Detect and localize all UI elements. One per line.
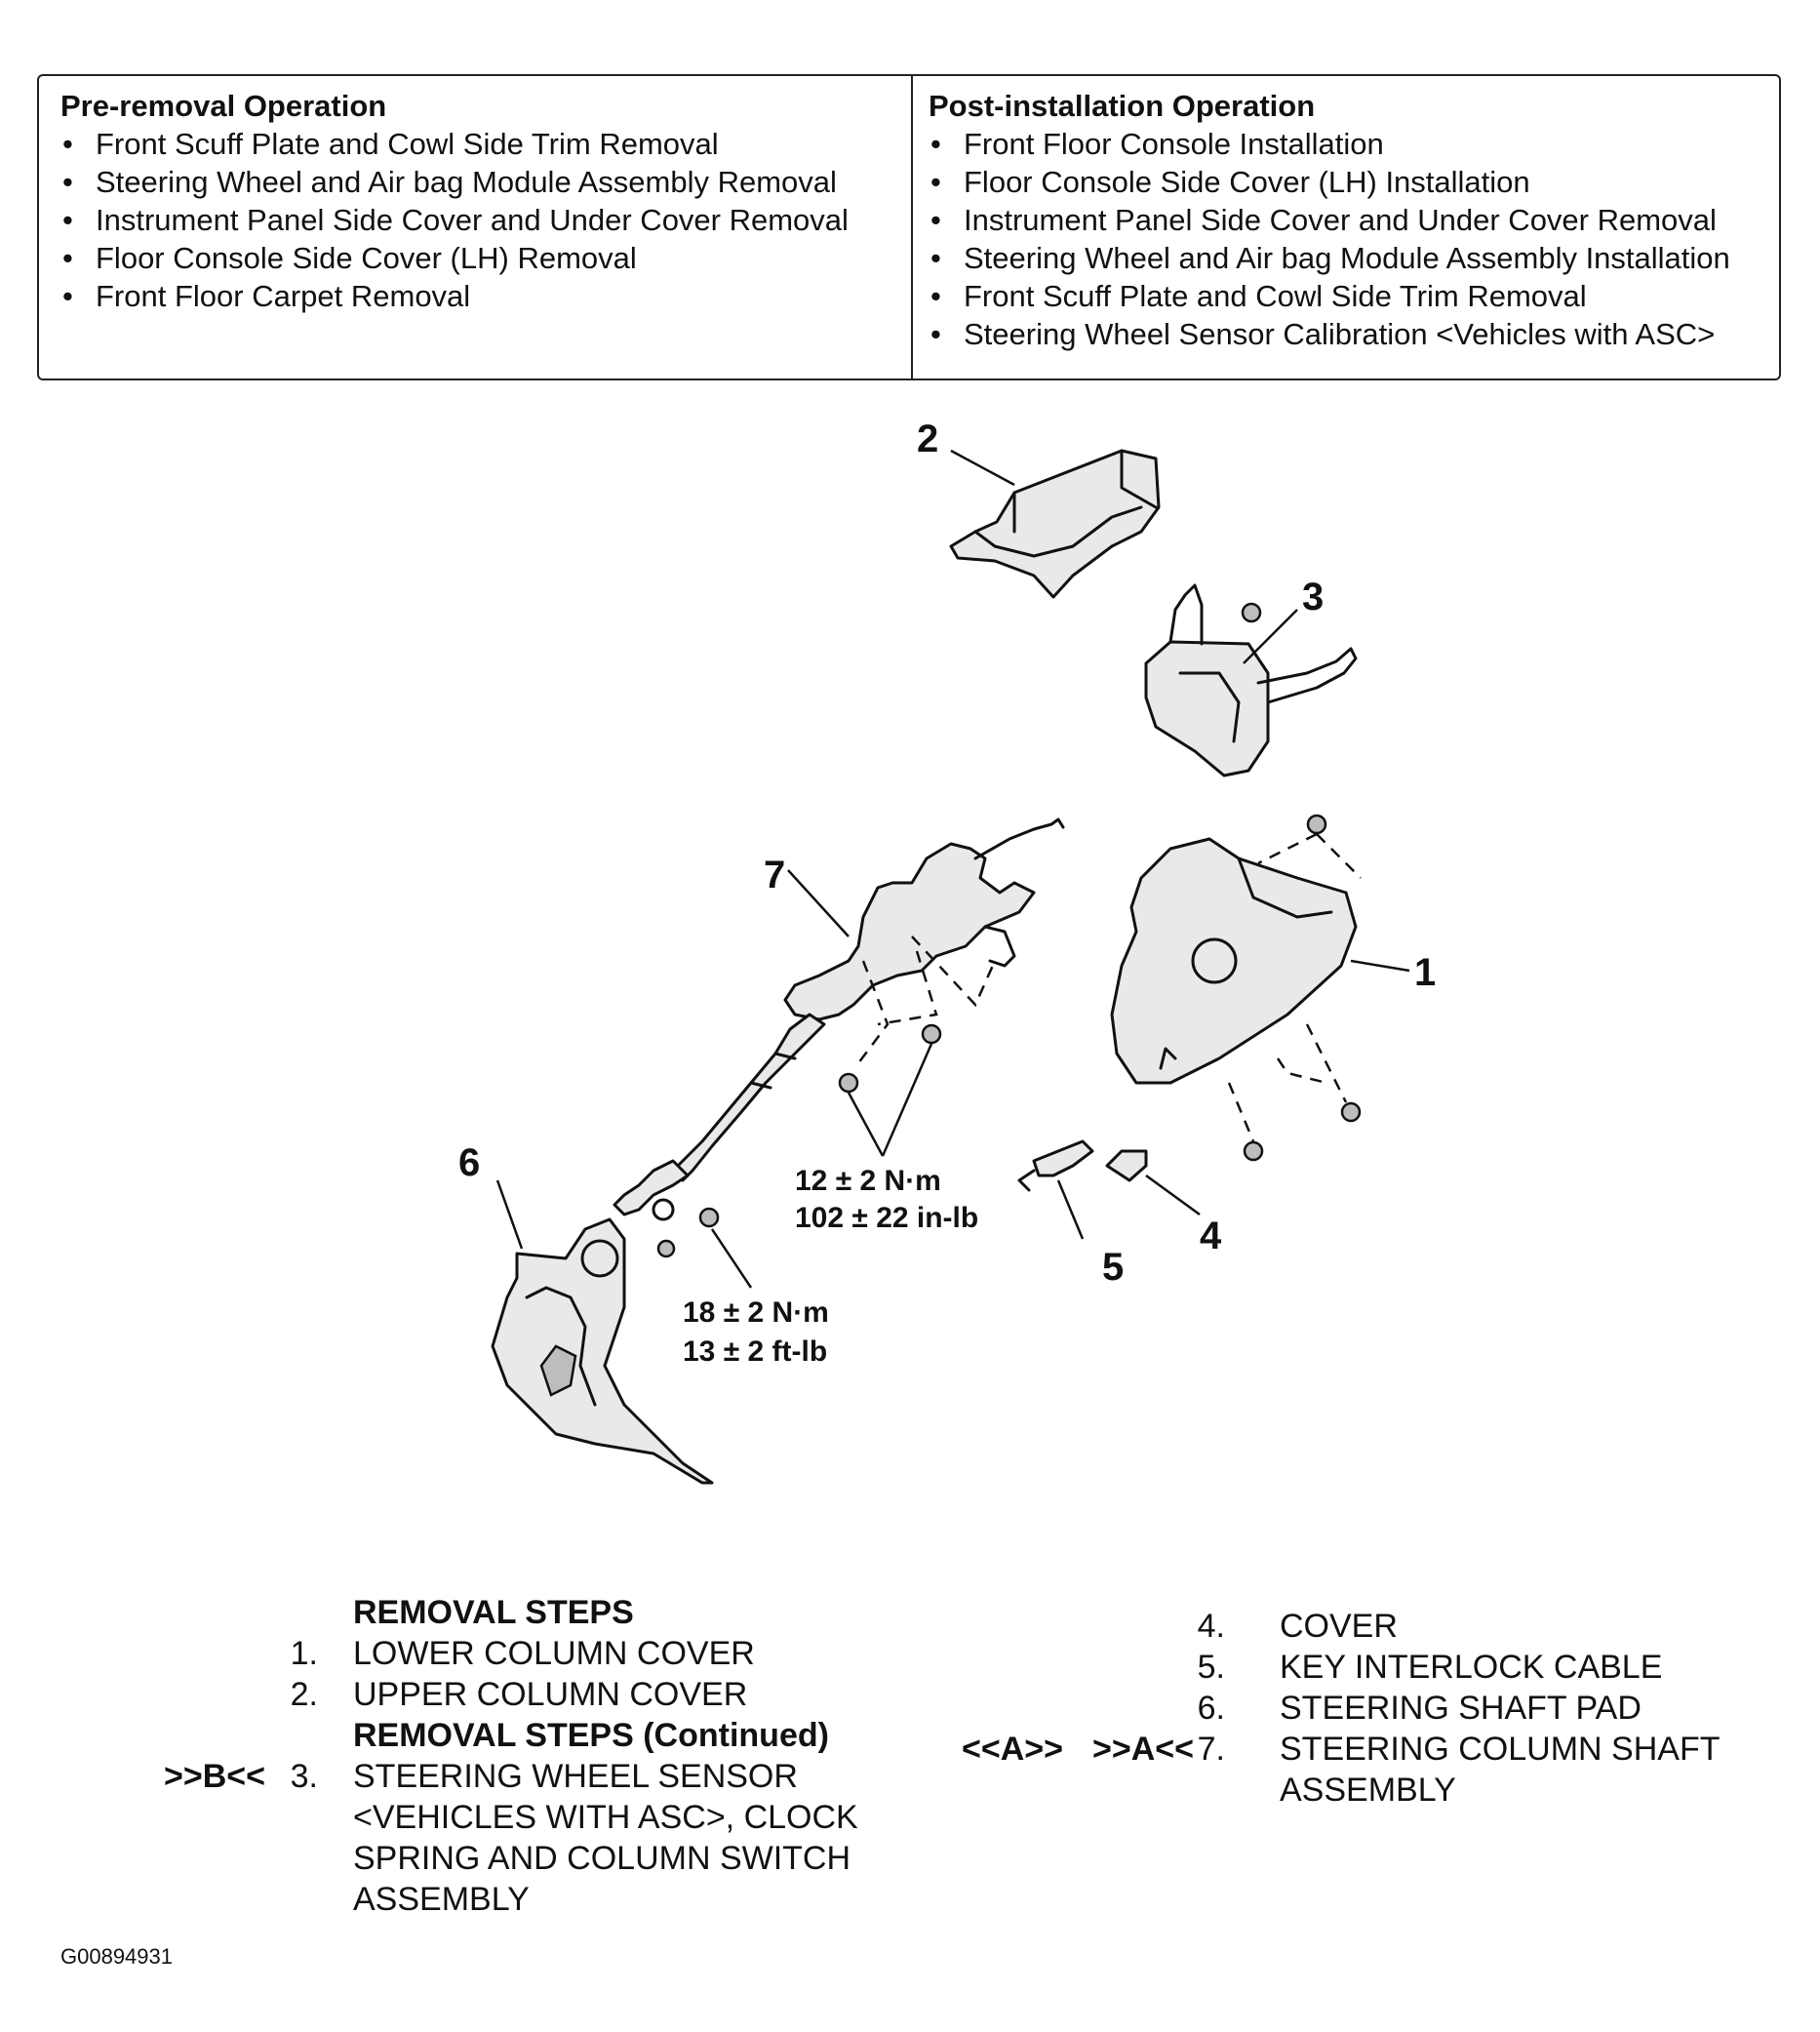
callout-1-leader <box>1350 959 1410 973</box>
column-switch-assembly <box>1144 583 1358 777</box>
steering-shaft-pad <box>491 1217 714 1485</box>
callout-5: 5 <box>1102 1246 1124 1289</box>
post-installation-item: Steering Wheel Sensor Calibration <Vehic… <box>929 315 1763 353</box>
service-point-code: >>A<< <box>1092 1731 1194 1768</box>
callout-6-leader <box>495 1179 524 1250</box>
torque-column-inlb: 102 ± 22 in-lb <box>795 1202 978 1234</box>
pre-removal-item: Floor Console Side Cover (LH) Removal <box>60 239 895 277</box>
step-text: STEERING COLUMN SHAFT <box>1280 1731 1721 1768</box>
operations-box: Pre-removal Operation Front Scuff Plate … <box>37 74 1781 380</box>
step-number: 5. <box>1197 1649 1225 1686</box>
torque-shaft-ftlb: 13 ± 2 ft-lb <box>683 1335 827 1368</box>
pad-bolt <box>656 1239 676 1258</box>
torque-column-leader <box>847 1043 933 1157</box>
callout-2-leader <box>950 449 1015 487</box>
post-installation-title: Post-installation Operation <box>929 89 1316 123</box>
step-text: ASSEMBLY <box>353 1881 530 1918</box>
step-number: 3. <box>290 1758 318 1795</box>
washer <box>652 1198 675 1221</box>
service-point-code: <<A>> <box>962 1731 1063 1768</box>
pre-removal-item: Front Floor Carpet Removal <box>60 277 895 315</box>
upper-column-cover <box>949 449 1161 599</box>
pre-removal-title: Pre-removal Operation <box>60 89 387 123</box>
torque-shaft-nm: 18 ± 2 N·m <box>683 1296 829 1329</box>
removal-step-7-line: ASSEMBLY <box>956 1770 1775 1811</box>
pre-removal-list: Front Scuff Plate and Cowl Side Trim Rem… <box>60 125 895 315</box>
callout-5-leader <box>1056 1179 1085 1240</box>
callout-4-leader <box>1145 1174 1201 1216</box>
step-text: STEERING WHEEL SENSOR <box>353 1758 798 1795</box>
steering-column-exploded-diagram: 2 3 1 7 12 ± 2 N·m 102 ± 22 in-lb <box>458 418 1436 1485</box>
removal-step-3-line: ASSEMBLY <box>146 1879 888 1920</box>
step-text: STEERING SHAFT PAD <box>1280 1690 1642 1727</box>
removal-step-1: 1. LOWER COLUMN COVER <box>146 1633 888 1674</box>
removal-step-6: 6. STEERING SHAFT PAD <box>956 1688 1775 1729</box>
step-number: 6. <box>1197 1690 1225 1727</box>
post-installation-item: Floor Console Side Cover (LH) Installati… <box>929 163 1763 201</box>
steering-column-shaft-assembly <box>613 817 1065 1216</box>
removal-step-3-line: SPRING AND COLUMN SWITCH <box>146 1838 888 1879</box>
removal-steps-left: REMOVAL STEPS 1. LOWER COLUMN COVER 2. U… <box>146 1592 888 1920</box>
step-text: ASSEMBLY <box>1280 1772 1456 1809</box>
step-number: 2. <box>290 1676 318 1713</box>
callout-3-leader <box>1243 609 1298 664</box>
removal-step-5: 5. KEY INTERLOCK CABLE <box>956 1647 1775 1688</box>
callout-4: 4 <box>1200 1215 1222 1257</box>
removal-step-2: 2. UPPER COLUMN COVER <box>146 1674 888 1715</box>
cover-part <box>1105 1149 1148 1182</box>
removal-step-7: <<A>> >>A<< 7. STEERING COLUMN SHAFT <box>956 1729 1775 1770</box>
step-text: UPPER COLUMN COVER <box>353 1676 748 1713</box>
pre-removal-item: Steering Wheel and Air bag Module Assemb… <box>60 163 895 201</box>
step-text: LOWER COLUMN COVER <box>353 1635 755 1672</box>
service-point-code: >>B<< <box>164 1758 265 1795</box>
step-text: SPRING AND COLUMN SWITCH <box>353 1840 851 1877</box>
post-installation-list: Front Floor Console Installation Floor C… <box>929 125 1763 353</box>
torque-shaft-leader <box>710 1228 753 1289</box>
removal-step-3: >>B<< 3. STEERING WHEEL SENSOR <box>146 1756 888 1797</box>
pre-removal-item: Instrument Panel Side Cover and Under Co… <box>60 201 895 239</box>
lower-column-cover <box>1110 814 1362 1162</box>
removal-steps-continued-title: REMOVAL STEPS (Continued) <box>353 1717 829 1754</box>
post-installation-item: Instrument Panel Side Cover and Under Co… <box>929 201 1763 239</box>
post-installation-section: Post-installation Operation Front Floor … <box>913 76 1779 379</box>
step-number: 7. <box>1197 1731 1225 1768</box>
callout-7: 7 <box>764 854 785 896</box>
removal-steps-continued-header: REMOVAL STEPS (Continued) <box>146 1715 888 1756</box>
removal-step-4: 4. COVER <box>956 1606 1775 1647</box>
post-installation-item: Steering Wheel and Air bag Module Assemb… <box>929 239 1763 277</box>
shaft-bolt <box>698 1207 720 1228</box>
callout-1: 1 <box>1414 951 1436 994</box>
callout-7-leader <box>787 869 850 937</box>
callout-3: 3 <box>1302 576 1324 618</box>
key-interlock-cable <box>1017 1139 1094 1192</box>
callout-2: 2 <box>917 418 938 460</box>
pre-removal-item: Front Scuff Plate and Cowl Side Trim Rem… <box>60 125 895 163</box>
step-text: COVER <box>1280 1608 1398 1645</box>
step-number: 1. <box>290 1635 318 1672</box>
step-text: KEY INTERLOCK CABLE <box>1280 1649 1663 1686</box>
removal-steps-right: 4. COVER 5. KEY INTERLOCK CABLE 6. STEER… <box>956 1606 1775 1811</box>
pre-removal-section: Pre-removal Operation Front Scuff Plate … <box>39 76 913 379</box>
removal-step-3-line: <VEHICLES WITH ASC>, CLOCK <box>146 1797 888 1838</box>
step-text: <VEHICLES WITH ASC>, CLOCK <box>353 1799 858 1836</box>
post-installation-item: Front Floor Console Installation <box>929 125 1763 163</box>
step-number: 4. <box>1197 1608 1225 1645</box>
post-installation-item: Front Scuff Plate and Cowl Side Trim Rem… <box>929 277 1763 315</box>
torque-column-nm: 12 ± 2 N·m <box>795 1165 941 1197</box>
removal-steps-title: REMOVAL STEPS <box>353 1594 634 1631</box>
removal-steps-header: REMOVAL STEPS <box>146 1592 888 1633</box>
callout-6: 6 <box>458 1141 480 1184</box>
figure-id: G00894931 <box>60 1944 173 1969</box>
